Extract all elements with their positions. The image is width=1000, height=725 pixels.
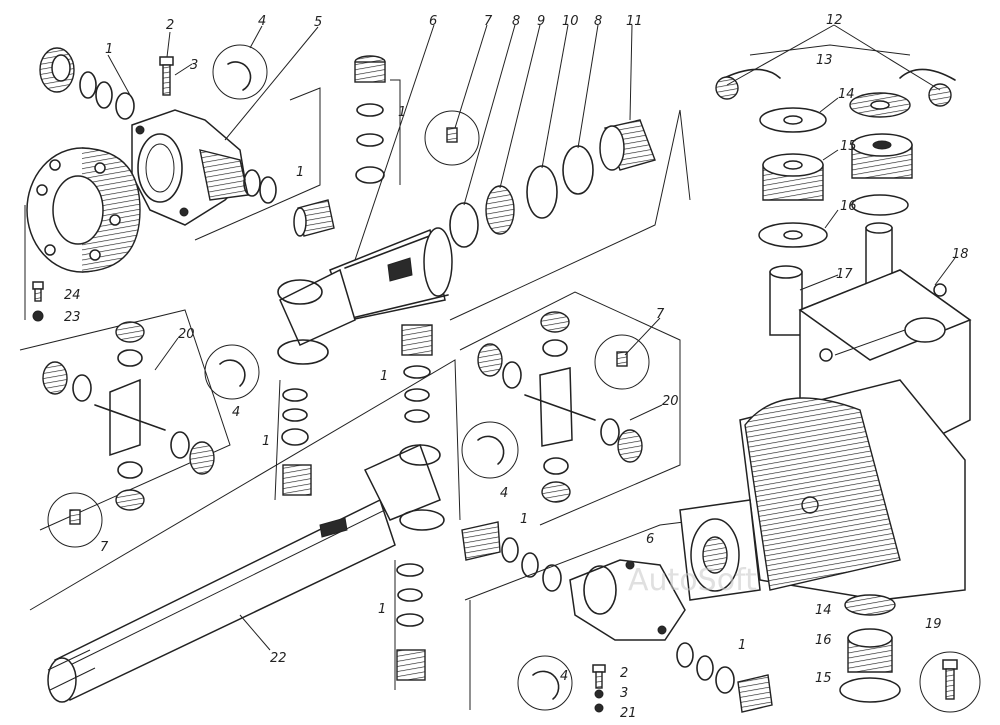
callout-7-c: 7 — [656, 307, 665, 322]
callout-3-b: 3 — [620, 686, 628, 701]
callout-6-a: 6 — [429, 14, 437, 29]
callout-19: 19 — [925, 617, 942, 632]
callout-4-d: 4 — [560, 669, 568, 684]
bearing-group-lower-right — [676, 642, 773, 713]
needle-bearing-cup-top-left — [39, 47, 75, 93]
spacer-sleeves-17 — [769, 222, 893, 336]
bearing-rings-top-left — [79, 71, 135, 120]
upper-group-bracket — [449, 109, 691, 321]
gearbox-housing — [679, 379, 966, 601]
callout-1-e: 1 — [262, 434, 270, 449]
callout-7-b: 7 — [100, 540, 109, 555]
cotter-pins-12-13 — [715, 44, 956, 107]
bolt-2-nut-3-21-lower — [592, 664, 606, 713]
lower-bearing-group — [461, 521, 562, 592]
callout-16-a: 16 — [840, 199, 857, 214]
flange-group-bracket — [194, 87, 321, 241]
callout-21: 21 — [620, 706, 637, 721]
callout-8-a: 8 — [512, 14, 520, 29]
callout-3-a: 3 — [190, 58, 198, 73]
bearing-rings-flange — [243, 169, 277, 204]
grease-fitting-7-right — [594, 334, 650, 390]
watermark: AutoSoft — [628, 563, 757, 598]
callout-2-a: 2 — [166, 18, 174, 33]
callout-2-b: 2 — [620, 666, 628, 681]
callout-12: 12 — [826, 13, 843, 28]
callout-15-a: 15 — [840, 139, 857, 154]
callout-16-b: 16 — [815, 633, 832, 648]
callout-1-c: 1 — [398, 105, 406, 120]
callout-1-h: 1 — [738, 638, 746, 653]
callout-14-b: 14 — [815, 603, 832, 618]
callout-9: 9 — [537, 14, 545, 29]
seal-rings-8-9-10 — [449, 145, 594, 248]
spider-kit-left — [19, 309, 231, 531]
callout-14-a: 14 — [838, 87, 855, 102]
grease-fitting-7-left — [47, 492, 103, 548]
lock-ring-4-left-circle — [204, 344, 260, 400]
callout-7-a: 7 — [484, 14, 493, 29]
callout-4-a: 4 — [258, 14, 266, 29]
lock-ring-4-center-circle — [461, 421, 519, 479]
callout-13: 13 — [816, 53, 833, 68]
spider-kit-right — [459, 291, 681, 526]
callout-17: 17 — [836, 267, 853, 282]
washers-14 — [759, 92, 911, 133]
companion-flange — [26, 147, 141, 273]
callout-6-b: 6 — [646, 532, 654, 547]
lock-ring-4-lower-circle — [517, 655, 573, 711]
callout-1-f: 1 — [520, 512, 528, 527]
callout-1-g: 1 — [378, 602, 386, 617]
bearing-stack-top-center — [354, 55, 401, 185]
flange-yoke-5 — [131, 109, 249, 226]
callout-11: 11 — [626, 14, 643, 29]
callout-labels: 1 2 3 4 5 1 1 6 7 8 9 10 8 11 12 13 14 1… — [64, 13, 969, 721]
slip-yoke-shaft-6 — [277, 227, 453, 365]
leader-lines — [107, 24, 956, 651]
callout-4-c: 4 — [500, 486, 508, 501]
callout-1-a: 1 — [105, 42, 113, 57]
callout-18: 18 — [952, 247, 969, 262]
grease-fitting-7-top — [424, 110, 480, 166]
callout-20-b: 20 — [662, 394, 679, 409]
needle-bearing-flange — [293, 199, 335, 237]
lower-mount-14-16-15 — [839, 594, 901, 703]
lock-ring-4-circle — [212, 44, 268, 100]
callout-1-d: 1 — [380, 369, 388, 384]
callout-22: 22 — [270, 651, 287, 666]
washers-16 — [758, 194, 909, 248]
callout-5: 5 — [314, 15, 322, 30]
bolt-24-nut-23 — [24, 205, 44, 322]
callout-20-a: 20 — [178, 327, 195, 342]
callout-10: 10 — [562, 14, 579, 29]
main-drive-shaft-22 — [47, 443, 445, 703]
dust-cover-11 — [599, 119, 656, 171]
bearing-stack-center — [274, 324, 433, 501]
center-group-bracket — [29, 359, 461, 611]
callout-24: 24 — [64, 288, 81, 303]
bolt-19 — [919, 651, 981, 713]
flange-yoke-6-lower — [569, 559, 686, 641]
bolt-2 — [159, 56, 174, 96]
bearing-stack-lower-center — [394, 560, 426, 690]
callout-1-b: 1 — [296, 165, 304, 180]
callout-23: 23 — [64, 310, 81, 325]
rubber-cushions-15 — [762, 133, 913, 201]
callout-4-b: 4 — [232, 405, 240, 420]
callout-15-b: 15 — [815, 671, 832, 686]
callout-8-b: 8 — [594, 14, 602, 29]
